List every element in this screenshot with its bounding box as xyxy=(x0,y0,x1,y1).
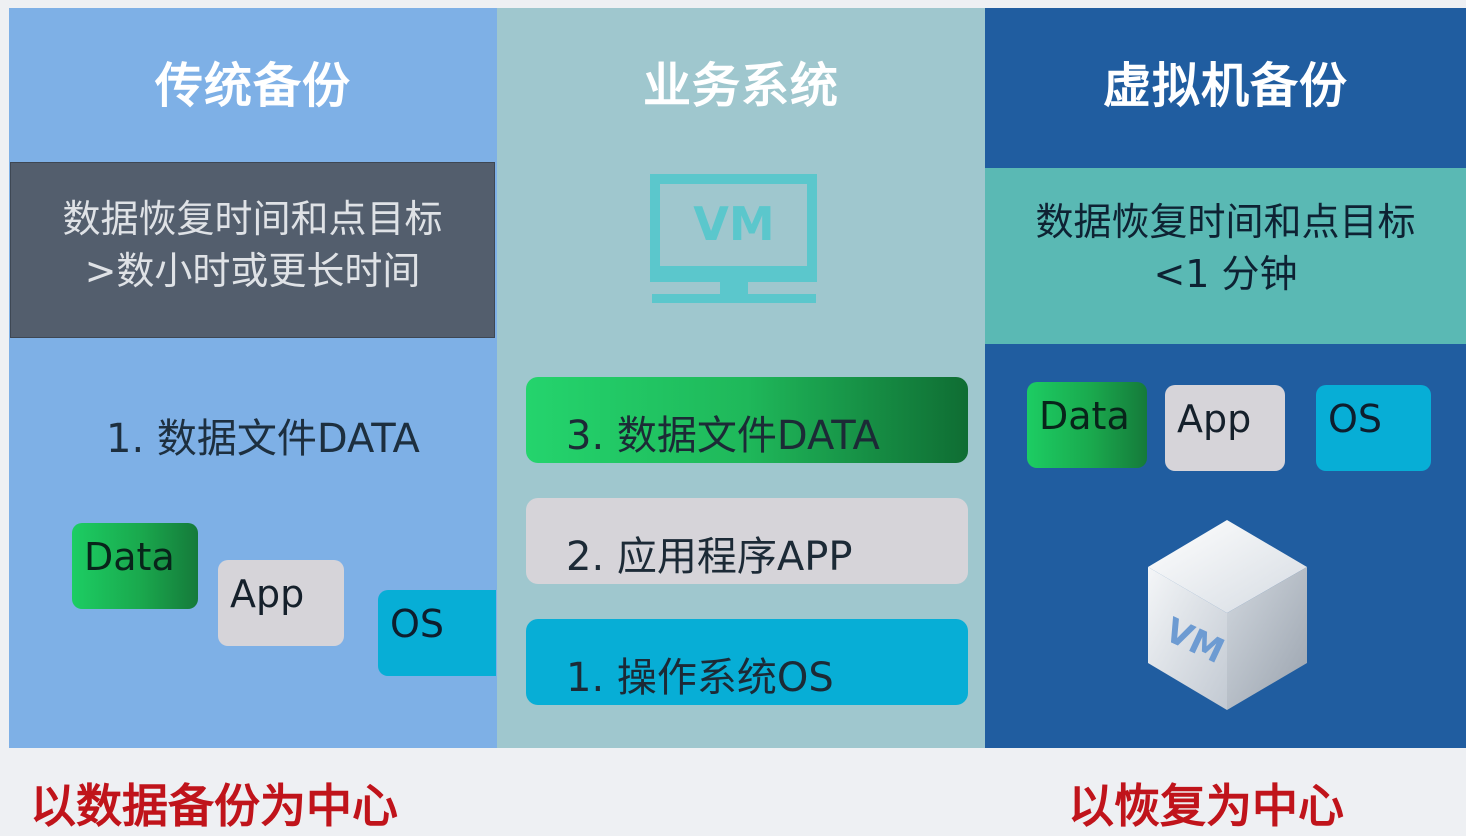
right-os-chip: OS xyxy=(1316,385,1431,471)
monitor-vm-text: VM xyxy=(693,197,774,251)
vm-cube-icon: VM xyxy=(1148,520,1307,710)
layer-data-bar: 3. 数据文件DATA xyxy=(526,377,968,463)
right-data-chip: Data xyxy=(1027,382,1147,468)
vm-backup-title: 虚拟机备份 xyxy=(1102,58,1348,114)
vm-recovery-line2: <1 分钟 xyxy=(1153,252,1298,296)
left-os-chip: OS xyxy=(378,590,496,676)
traditional-layer-label: 1. 数据文件DATA xyxy=(106,416,420,462)
traditional-recovery-box: 数据恢复时间和点目标 >数小时或更长时间 xyxy=(10,162,495,338)
traditional-recovery-line1: 数据恢复时间和点目标 xyxy=(62,197,443,241)
layer-app-bar: 2. 应用程序APP xyxy=(526,498,968,584)
left-app-chip: App xyxy=(218,560,344,646)
footer-right-caption: 以恢复为中心 xyxy=(1068,779,1344,833)
right-app-chip: App xyxy=(1165,385,1285,471)
footer-left-caption: 以数据备份为中心 xyxy=(30,779,398,833)
monitor-vm-icon: VM xyxy=(650,174,817,303)
traditional-recovery-line2: >数小时或更长时间 xyxy=(84,249,421,293)
vm-recovery-line1: 数据恢复时间和点目标 xyxy=(1035,200,1416,244)
left-data-chip: Data xyxy=(72,523,198,609)
layer-os-bar: 1. 操作系统OS xyxy=(526,619,968,705)
business-system-title: 业务系统 xyxy=(642,58,839,114)
traditional-backup-title: 传统备份 xyxy=(154,58,351,114)
vm-recovery-box: 数据恢复时间和点目标 <1 分钟 xyxy=(985,168,1466,344)
